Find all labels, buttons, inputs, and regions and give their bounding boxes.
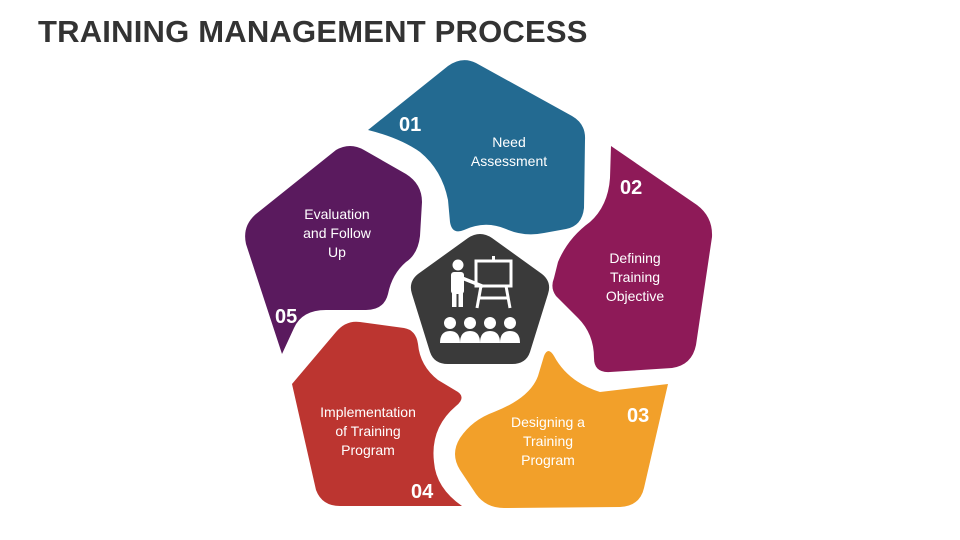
step-04: 04 Implementation of Training Program	[292, 321, 462, 506]
step-04-shape	[292, 321, 462, 506]
page-title: TRAINING MANAGEMENT PROCESS	[38, 14, 588, 49]
step-01-label-2: Assessment	[471, 153, 547, 169]
step-01-number: 01	[399, 114, 421, 136]
step-03-label-3: Program	[521, 452, 575, 468]
center-hub	[410, 234, 550, 364]
step-01: 01 Need Assessment	[368, 60, 586, 235]
step-02-label-2: Training	[610, 269, 660, 285]
step-04-number: 04	[411, 481, 434, 503]
step-03-label-1: Designing a	[511, 414, 585, 430]
step-02-label-1: Defining	[609, 250, 660, 266]
step-05-number: 05	[275, 306, 297, 328]
step-03: 03 Designing a Training Program	[455, 351, 668, 508]
step-04-label-2: of Training	[335, 423, 400, 439]
trainer-presentation-icon	[440, 256, 520, 343]
step-05-label-3: Up	[328, 244, 346, 260]
step-04-label-3: Program	[341, 442, 395, 458]
step-03-shape	[455, 351, 668, 508]
step-02-label-3: Objective	[606, 288, 665, 304]
step-02-shape	[552, 146, 713, 373]
step-01-label-1: Need	[492, 134, 525, 150]
step-05-label-2: and Follow	[303, 225, 372, 241]
step-05-shape	[245, 146, 422, 354]
step-04-label-1: Implementation	[320, 404, 416, 420]
step-03-label-2: Training	[523, 433, 573, 449]
step-02: 02 Defining Training Objective	[552, 146, 713, 373]
step-03-number: 03	[627, 405, 649, 427]
step-01-shape	[368, 60, 586, 235]
step-02-number: 02	[620, 177, 642, 199]
step-05: 05 Evaluation and Follow Up	[245, 146, 422, 354]
step-05-label-1: Evaluation	[304, 206, 369, 222]
